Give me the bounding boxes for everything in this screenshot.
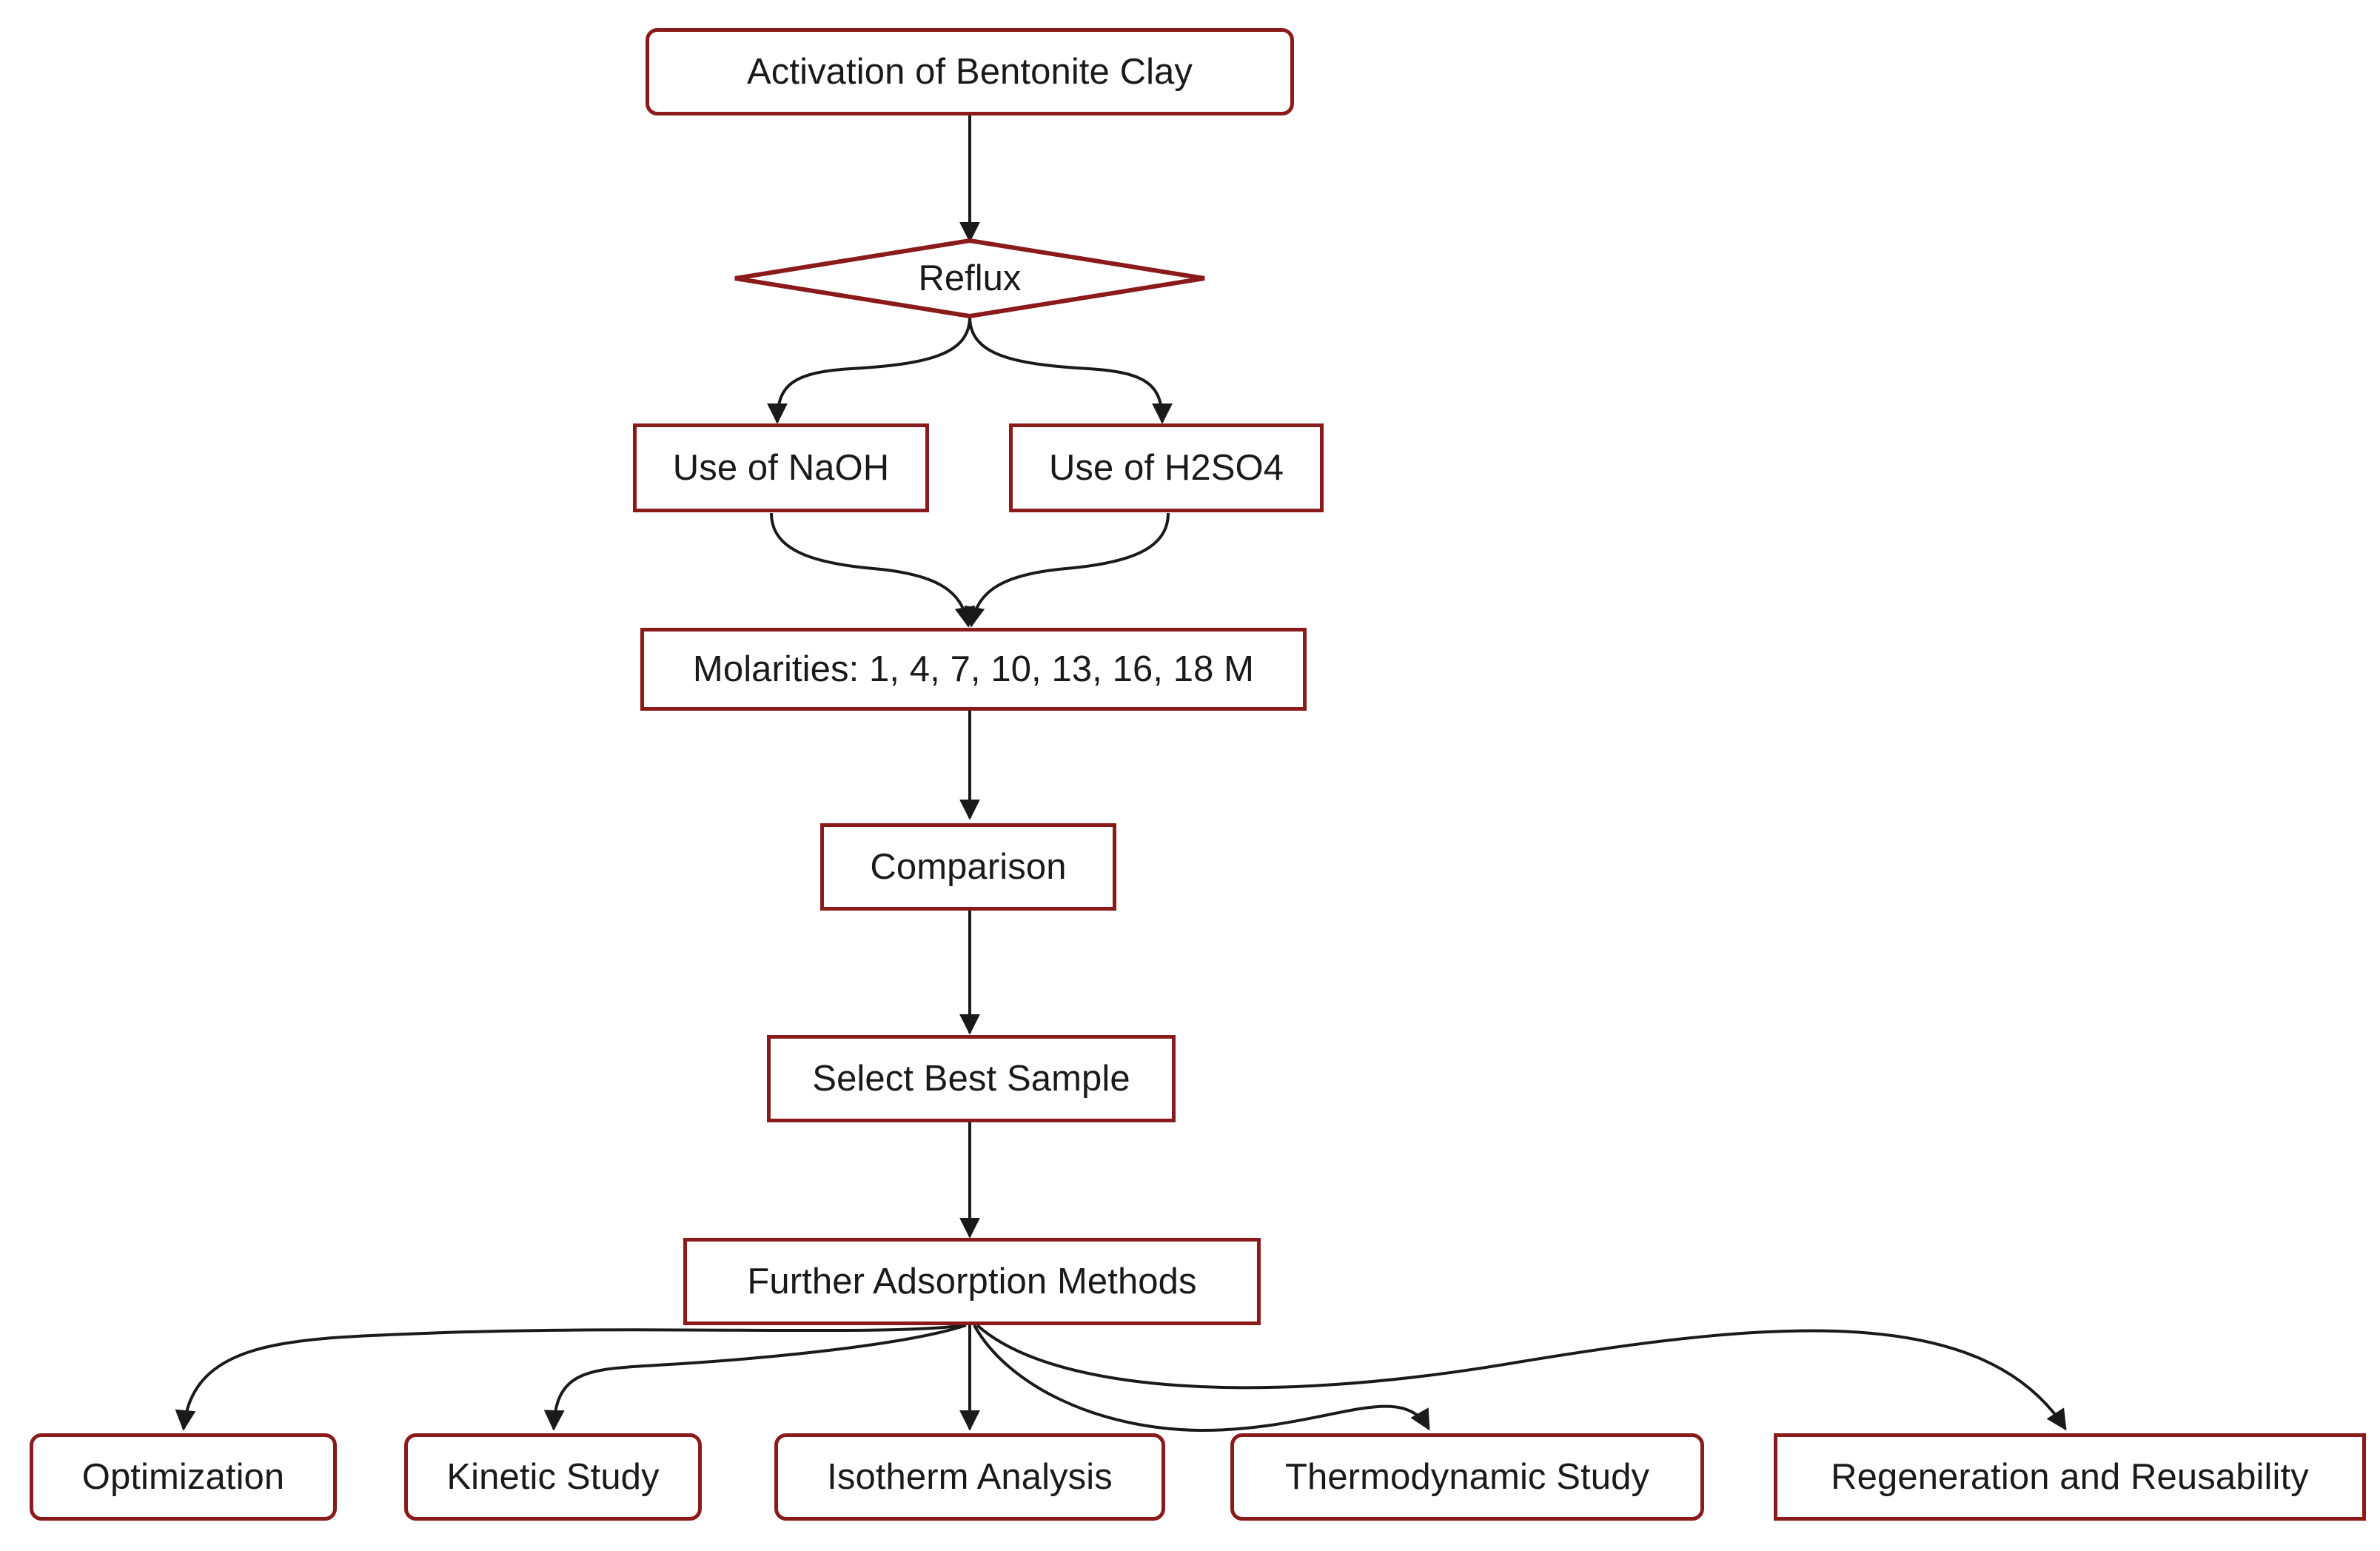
node-label: Reflux bbox=[918, 258, 1022, 298]
node-further-adsorption-methods[interactable]: Further Adsorption Methods bbox=[683, 1238, 1261, 1325]
edge-h2so4-molarities bbox=[964, 512, 1170, 628]
node-molarities[interactable]: Molarities: 1, 4, 7, 10, 13, 16, 18 M bbox=[640, 628, 1307, 711]
node-activation-of-bentonite-clay[interactable]: Activation of Bentonite Clay bbox=[646, 28, 1294, 115]
node-label: Molarities: 1, 4, 7, 10, 13, 16, 18 M bbox=[692, 649, 1255, 689]
node-reflux[interactable]: Reflux bbox=[733, 238, 1207, 318]
node-label: Comparison bbox=[870, 846, 1067, 887]
edge-further-regeneration bbox=[976, 1324, 2067, 1431]
node-label: Kinetic Study bbox=[446, 1456, 660, 1497]
node-label: Further Adsorption Methods bbox=[747, 1261, 1197, 1302]
node-label: Thermodynamic Study bbox=[1284, 1456, 1650, 1497]
node-label: Isotherm Analysis bbox=[827, 1456, 1113, 1497]
edge-reflux-naoh bbox=[767, 316, 971, 424]
node-thermodynamic-study[interactable]: Thermodynamic Study bbox=[1230, 1433, 1704, 1521]
node-use-of-naoh[interactable]: Use of NaOH bbox=[633, 423, 929, 512]
edge-further-optimization bbox=[175, 1324, 965, 1431]
edge-further-kinetic bbox=[543, 1324, 967, 1431]
node-comparison[interactable]: Comparison bbox=[820, 823, 1116, 911]
node-use-of-h2so4[interactable]: Use of H2SO4 bbox=[1009, 423, 1324, 512]
diamond-shape bbox=[734, 238, 1205, 318]
node-label: Use of H2SO4 bbox=[1048, 447, 1284, 488]
node-kinetic-study[interactable]: Kinetic Study bbox=[404, 1433, 702, 1521]
node-label: Select Best Sample bbox=[812, 1058, 1130, 1099]
node-optimization[interactable]: Optimization bbox=[30, 1433, 337, 1521]
node-label: Regeneration and Reusability bbox=[1831, 1456, 2309, 1497]
node-label: Optimization bbox=[81, 1456, 285, 1497]
node-select-best-sample[interactable]: Select Best Sample bbox=[767, 1035, 1176, 1122]
edge-further-thermo bbox=[973, 1324, 1430, 1433]
node-label: Use of NaOH bbox=[672, 447, 890, 488]
edge-naoh-molarities bbox=[770, 512, 976, 628]
node-label: Activation of Bentonite Clay bbox=[746, 51, 1193, 92]
node-isotherm-analysis[interactable]: Isotherm Analysis bbox=[774, 1433, 1165, 1521]
edge-reflux-h2so4 bbox=[968, 316, 1173, 424]
node-regeneration-and-reusability[interactable]: Regeneration and Reusability bbox=[1774, 1433, 2366, 1521]
